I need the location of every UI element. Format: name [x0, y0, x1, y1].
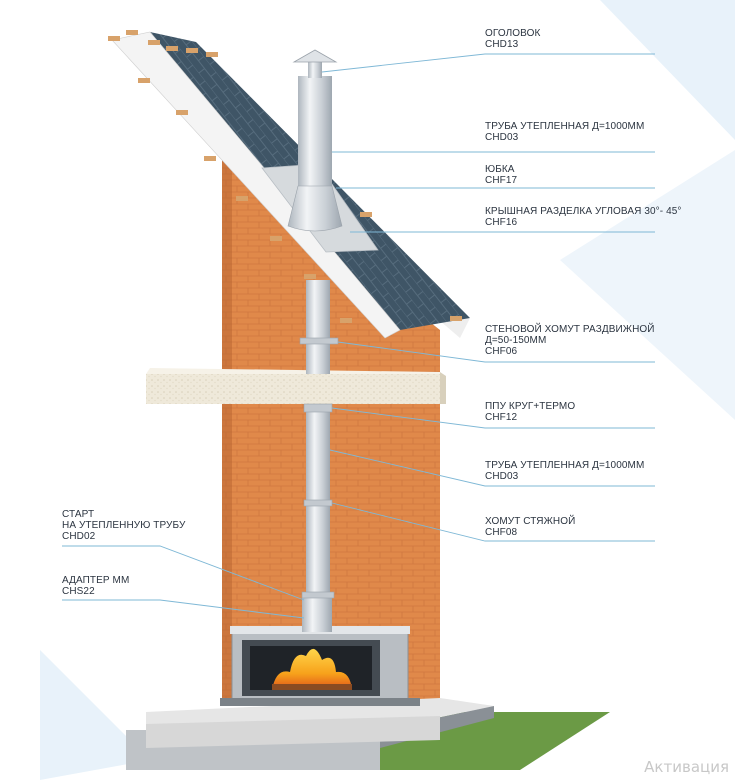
leader-pipe-bottom	[329, 449, 655, 487]
label-pipe-bottom-line2: CHD03	[485, 471, 519, 482]
wall-shade	[222, 150, 232, 700]
label-tie-clamp: ХОМУТ СТЯЖНОЙ CHF08	[485, 516, 575, 538]
pipe-upper	[298, 76, 332, 196]
label-start-line3: CHD02	[62, 531, 96, 542]
pipe-adapter	[302, 596, 332, 632]
leader-ppu	[331, 407, 655, 429]
label-wall-clamp-line1: СТЕНОВОЙ ХОМУТ РАЗДВИЖНОЙ	[485, 324, 655, 335]
label-cap-line1: ОГОЛОВОК	[485, 28, 541, 39]
label-tie-clamp-line1: ХОМУТ СТЯЖНОЙ	[485, 516, 576, 527]
label-ppu-line1: ППУ КРУГ+ТЕРМО	[485, 401, 576, 412]
label-wall-clamp-line2: Д=50-150ММ	[485, 335, 547, 346]
start-ring	[301, 591, 335, 599]
label-roof-penetration-line2: CHF16	[485, 217, 518, 228]
activation-watermark: Активация	[644, 758, 729, 776]
label-pipe-bottom: ТРУБА УТЕПЛЕННАЯ Д=1000ММ CHD03	[485, 460, 644, 482]
label-cap: ОГОЛОВОК CHD13	[485, 28, 540, 50]
base-hearth	[146, 716, 440, 748]
leader-wall-clamp	[337, 341, 655, 363]
label-pipe-bottom-line1: ТРУБА УТЕПЛЕННАЯ Д=1000ММ	[485, 460, 645, 471]
label-start: СТАРТ НА УТЕПЛЕННУЮ ТРУБУ CHD02	[62, 509, 185, 542]
ppu-ring	[303, 403, 333, 413]
leader-cap	[321, 53, 655, 73]
wall-clamp-ring	[299, 337, 339, 345]
label-skirt-line2: CHF17	[485, 175, 518, 186]
fire-flame	[272, 648, 352, 690]
label-wall-clamp-line3: CHF06	[485, 346, 518, 357]
label-start-line2: НА УТЕПЛЕННУЮ ТРУБУ	[62, 520, 186, 531]
fireplace-base	[220, 698, 420, 706]
tie-clamp-ring	[303, 499, 333, 507]
leader-tie-clamp	[331, 502, 655, 542]
label-adapter-line2: CHS22	[62, 586, 95, 597]
floor-slab-side	[440, 372, 446, 404]
label-start-line1: СТАРТ	[62, 509, 95, 520]
pipe-middle	[306, 280, 330, 374]
label-roof-penetration: КРЫШНАЯ РАЗДЕЛКА УГЛОВАЯ 30°- 45° CHF16	[485, 206, 682, 228]
sky-tint-left	[40, 650, 150, 780]
label-pipe-top-line2: CHD03	[485, 132, 519, 143]
label-wall-clamp: СТЕНОВОЙ ХОМУТ РАЗДВИЖНОЙ Д=50-150ММ CHF…	[485, 324, 655, 357]
label-cap-line2: CHD13	[485, 39, 519, 50]
label-ppu-line2: CHF12	[485, 412, 518, 423]
sky-tint-top	[600, 0, 735, 140]
label-pipe-top: ТРУБА УТЕПЛЕННАЯ Д=1000ММ CHD03	[485, 121, 644, 143]
label-skirt: ЮБКА CHF17	[485, 164, 517, 186]
label-skirt-line1: ЮБКА	[485, 164, 515, 175]
label-roof-penetration-line1: КРЫШНАЯ РАЗДЕЛКА УГЛОВАЯ 30°- 45°	[485, 206, 682, 217]
fire-logs	[272, 684, 352, 690]
leader-start	[62, 545, 305, 601]
label-tie-clamp-line2: CHF08	[485, 527, 518, 538]
skirt-cone	[287, 185, 343, 232]
floor-slab	[146, 374, 440, 404]
sky-tint-right	[560, 150, 735, 420]
label-adapter-line1: АДАПТЕР ММ	[62, 575, 130, 586]
roof-battens	[108, 30, 462, 323]
cap-stem	[308, 62, 322, 78]
leader-lines	[62, 53, 655, 619]
label-ppu: ППУ КРУГ+ТЕРМО CHF12	[485, 401, 575, 423]
label-pipe-top-line1: ТРУБА УТЕПЛЕННАЯ Д=1000ММ	[485, 121, 645, 132]
label-adapter: АДАПТЕР ММ CHS22	[62, 575, 129, 597]
cap-hood	[292, 49, 338, 63]
leader-adapter	[62, 599, 305, 619]
